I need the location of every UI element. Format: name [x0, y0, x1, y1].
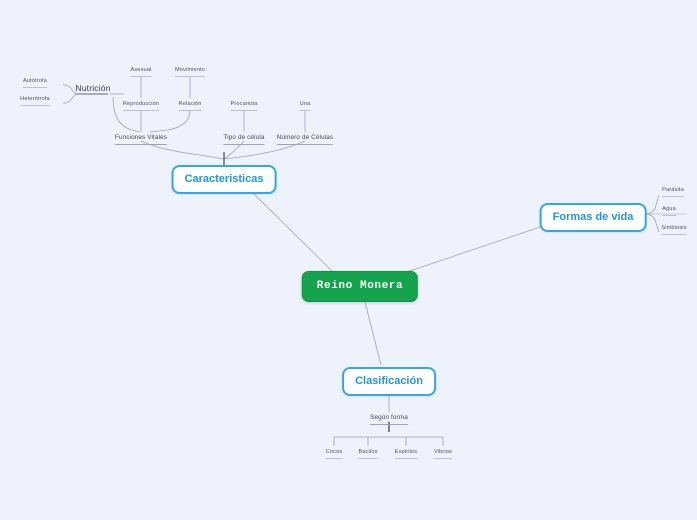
node-segun-forma[interactable]: Según forma	[370, 414, 408, 425]
node-asexual[interactable]: Asexual	[130, 66, 152, 77]
node-espirilos[interactable]: Espirilos	[394, 448, 418, 459]
node-autotrofa[interactable]: Autótrofa	[22, 77, 48, 88]
node-relacion[interactable]: Relación	[178, 100, 202, 111]
node-bacilos[interactable]: Bacilos	[358, 448, 378, 459]
node-tipo-de-celula[interactable]: Tipo de célula	[223, 134, 265, 145]
node-caracteristicas[interactable]: Caracteristicas	[171, 165, 277, 194]
node-parasita[interactable]: Parásita	[662, 186, 684, 197]
node-movimiento[interactable]: Movimiento	[174, 66, 206, 77]
node-nutricion[interactable]: Nutrición	[75, 83, 111, 93]
node-formas-de-vida[interactable]: Formas de vida	[539, 203, 647, 232]
node-funciones-vitales[interactable]: Funciones Vitales	[114, 134, 168, 145]
node-simbiosis[interactable]: Simbiosis	[661, 224, 687, 235]
node-heterotrofa[interactable]: Heterótrofa	[20, 95, 50, 106]
node-reino-monera-root[interactable]: Reino Monera	[301, 271, 419, 302]
node-vibrios[interactable]: Vibrios	[433, 448, 453, 459]
node-cocos[interactable]: Cocos	[325, 448, 343, 459]
node-una[interactable]: Una	[299, 100, 311, 111]
node-clasificacion[interactable]: Clasificación	[342, 367, 436, 396]
node-procariota[interactable]: Procariota	[230, 100, 258, 111]
node-reproduccion[interactable]: Reproducción	[122, 100, 160, 111]
node-agua[interactable]: Agua	[662, 205, 676, 216]
node-numero-de-celulas[interactable]: Número de Células	[276, 134, 334, 145]
